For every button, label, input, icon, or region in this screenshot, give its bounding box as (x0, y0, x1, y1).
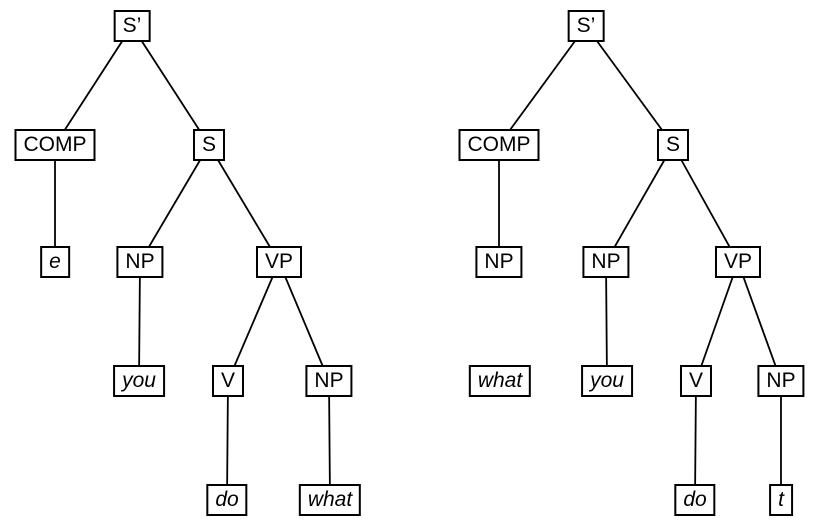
tree-edge-sbar-s (585, 25, 674, 146)
right-tree-node-you: you (581, 365, 633, 397)
tree-edge-np-obj-what (328, 380, 331, 501)
right-tree-node-np-wh: NP (475, 246, 523, 278)
right-tree-node-np-subj: NP (582, 246, 630, 278)
tree-edge-vp-np-obj (278, 261, 330, 382)
tree-edge-sbar-comp (54, 25, 133, 146)
left-tree-node-s: S (192, 129, 226, 161)
left-tree-node-np-subj: NP (116, 246, 164, 278)
tree-edge-np-subj-you (605, 261, 608, 382)
left-tree-node-vp: VP (255, 246, 303, 278)
tree-edge-v-do (694, 380, 697, 501)
tree-edge-s-np-subj (139, 144, 210, 263)
tree-edge-sbar-comp (498, 25, 587, 146)
left-tree-node-do: do (206, 484, 248, 516)
right-tree-node-t: t (769, 484, 793, 516)
tree-edge-vp-v (695, 261, 739, 382)
tree-edge-v-do (226, 380, 229, 501)
right-tree-node-v: V (679, 365, 713, 397)
right-tree-node-do: do (674, 484, 716, 516)
right-tree-node-np-obj: NP (757, 365, 805, 397)
tree-edge-sbar-s (131, 25, 210, 146)
right-tree-node-s: S (656, 129, 690, 161)
left-tree-node-you: you (113, 365, 165, 397)
left-tree-node-comp: COMP (14, 129, 96, 161)
left-tree-node-what: what (298, 484, 362, 516)
tree-edge-np-subj-you (138, 261, 141, 382)
left-tree-node-v: V (211, 365, 245, 397)
tree-edge-vp-np-obj (737, 261, 782, 382)
tree-edge-s-vp (672, 144, 739, 263)
left-tree-node-e: e (40, 246, 70, 278)
left-tree-node-sbar: S’ (113, 10, 151, 42)
right-tree-node-comp: COMP (458, 129, 540, 161)
left-tree-node-np-obj: NP (305, 365, 353, 397)
tree-edge-vp-v (227, 261, 280, 382)
right-tree-node-vp: VP (714, 246, 762, 278)
right-tree-node-sbar: S’ (567, 10, 605, 42)
tree-edge-s-np-subj (605, 144, 674, 263)
right-tree-node-what: what (468, 365, 532, 397)
tree-edge-s-vp (208, 144, 280, 263)
